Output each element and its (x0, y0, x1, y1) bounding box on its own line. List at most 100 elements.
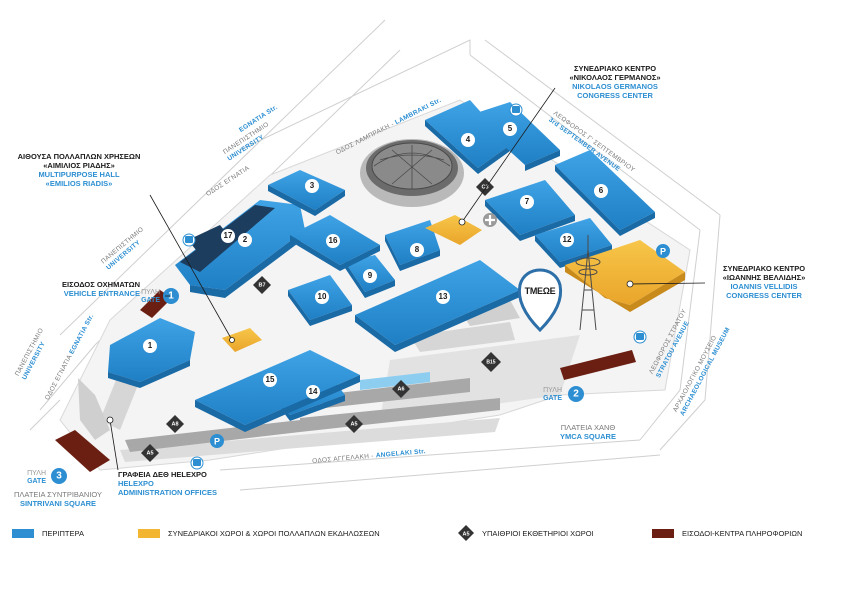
outdoor-a5-right: A5 (350, 421, 357, 427)
building-16-label: 16 (329, 236, 338, 245)
ymca-en: YMCA SQUARE (560, 432, 616, 441)
pavilion-15 (195, 350, 360, 425)
pavilion-8 (385, 220, 440, 265)
building-10-label: 10 (318, 292, 327, 301)
svg-text:P: P (214, 436, 220, 446)
offices-gr: ΓΡΑΦΕΙΑ ΔΕΘ HELEXPO (118, 470, 207, 479)
legend-outdoor-icon: A5 (458, 525, 474, 541)
building-12-label: 12 (563, 235, 572, 244)
building-1-label: 1 (148, 341, 153, 350)
offices-label: ΓΡΑΦΕΙΑ ΔΕΘ HELEXPO HELEXPO ADMINISTRATI… (118, 470, 238, 497)
building-17-label: 17 (224, 231, 233, 240)
vehicle-entrance-label: ΕΙΣΟΔΟΣ ΟΧΗΜΑΤΩΝ VEHICLE ENTRANCE (40, 280, 140, 298)
legend-label-congress: ΣΥΝΕΔΡΙΑΚΟΙ ΧΩΡΟΙ & ΧΩΡΟΙ ΠΟΛΛΑΠΛΩΝ ΕΚΔΗ… (168, 528, 380, 538)
germanos-gr2: «ΝΙΚΟΛΑΟΣ ΓΕΡΜΑΝΟΣ» (569, 73, 661, 82)
building-3-label: 3 (310, 181, 315, 190)
location-pin-icon[interactable] (517, 268, 563, 333)
legend-swatch-brown (652, 528, 674, 538)
gate-1-gr: ΠΥΛΗ (141, 289, 160, 296)
service-icons: P P (182, 103, 670, 470)
building-2-label: 2 (243, 235, 248, 244)
riadis-hall-label: ΑΙΘΟΥΣΑ ΠΟΛΛΑΠΛΩΝ ΧΡΗΣΕΩΝ «ΑΙΜΙΛΙΟΣ ΡΙΑΔ… (14, 152, 144, 188)
building-4-label: 4 (466, 135, 471, 144)
building-6-label: 6 (599, 186, 604, 195)
outdoor-c3: C3 (481, 184, 488, 190)
germanos-center (425, 215, 482, 245)
building-number-labels: 1 2 3 4 5 6 7 8 9 10 12 13 14 15 16 17 (143, 122, 608, 399)
pavilion-13 (355, 260, 520, 345)
building-13-label: 13 (439, 292, 448, 301)
gate-1-label: ΠΥΛΗ GATE (128, 289, 160, 305)
building-8-label: 8 (415, 245, 420, 254)
building-7-label: 7 (525, 197, 530, 206)
outdoor-a5-left: A5 (146, 450, 153, 456)
congress-areas (222, 215, 685, 352)
pavilion-17 (188, 225, 232, 255)
germanos-gr1: ΣΥΝΕΔΡΙΑΚΟ ΚΕΝΤΡΟ (573, 64, 657, 73)
riadis-gr1: ΑΙΘΟΥΣΑ ΠΟΛΛΑΠΛΩΝ ΧΡΗΣΕΩΝ (17, 152, 141, 161)
gate-2-en: GATE (543, 395, 562, 402)
legend-swatch-blue (12, 528, 34, 538)
building-5-label: 5 (508, 124, 513, 133)
legend-label-outdoor: ΥΠΑΙΘΡΙΟΙ ΕΚΘΕΤΗΡΙΟΙ ΧΩΡΟΙ (482, 528, 594, 538)
vellidis-center (565, 240, 685, 305)
bus-icon (190, 456, 204, 470)
building-9-label: 9 (368, 271, 373, 280)
parking-icon: P (656, 244, 670, 258)
gate-2-label: ΠΥΛΗ GATE (530, 387, 562, 403)
legend-item-entrances: ΕΙΣΟΔΟΙ-ΚΕΝΤΡΑ ΠΛΗΡΟΦΟΡΙΩΝ (652, 526, 802, 540)
gate-3-number: 3 (56, 471, 62, 482)
building-15-label: 15 (266, 375, 275, 384)
vellidis-en2: CONGRESS CENTER (726, 291, 802, 300)
bus-icon (633, 330, 647, 344)
outdoor-b15: B15 (486, 359, 495, 365)
germanos-en2: CONGRESS CENTER (577, 91, 653, 100)
outdoor-b7: B7 (258, 282, 265, 288)
riadis-hall (222, 328, 262, 352)
gate-3-gr: ΠΥΛΗ (27, 470, 46, 477)
gate-1-number: 1 (168, 291, 174, 302)
legend-label-entrances: ΕΙΣΟΔΟΙ-ΚΕΝΤΡΑ ΠΛΗΡΟΦΟΡΙΩΝ (682, 528, 803, 538)
legend-swatch-yellow (138, 528, 160, 538)
bus-icon (509, 103, 523, 117)
vellidis-gr2: «ΙΩΑΝΝΗΣ ΒΕΛΛΙΔΗΣ» (722, 273, 806, 282)
gate-2-number: 2 (573, 389, 579, 400)
svg-text:P: P (660, 246, 666, 256)
gate-1-en: GATE (141, 297, 160, 304)
parking-icon: P (210, 434, 224, 448)
pavilion-2 (175, 200, 305, 290)
vehicle-gr: ΕΙΣΟΔΟΣ ΟΧΗΜΑΤΩΝ (62, 280, 140, 289)
outdoor-a6: A6 (397, 386, 404, 392)
sintrivani-en: SINTRIVANI SQUARE (19, 499, 97, 508)
riadis-gr2: «ΑΙΜΙΛΙΟΣ ΡΙΑΔΗΣ» (43, 161, 115, 170)
germanos-en1: NIKOLAOS GERMANOS (572, 82, 658, 91)
gate-3-en: GATE (27, 478, 46, 485)
dome-building (360, 139, 464, 207)
offices-en1: HELEXPO (118, 479, 154, 488)
riadis-en1: MULTIPURPOSE HALL (38, 170, 120, 179)
tower-logo: TMEΩE (524, 286, 556, 296)
riadis-en2: «EMILIOS RIADIS» (45, 179, 113, 188)
building-14-label: 14 (309, 387, 318, 396)
vellidis-center-label: ΣΥΝΕΔΡΙΑΚΟ ΚΕΝΤΡΟ «ΙΩΑΝΝΗΣ ΒΕΛΛΙΔΗΣ» IOA… (708, 264, 820, 300)
germanos-center-label: ΣΥΝΕΔΡΙΑΚΟ ΚΕΝΤΡΟ «ΝΙΚΟΛΑΟΣ ΓΕΡΜΑΝΟΣ» NI… (560, 64, 670, 100)
sintrivani-gr: ΠΛΑΤΕΙΑ ΣΥΝΤΡΙΒΑΝΙΟΥ (13, 490, 103, 499)
ymca-square-label: ΠΛΑΤΕΙΑ ΧΑΝΘ YMCA SQUARE (548, 423, 628, 441)
outdoor-markers: A5 A5 A6 A8 B7 B15 C3 (141, 178, 501, 462)
legend-item-pavilions: ΠΕΡΙΠΤΕΡΑ (12, 526, 84, 540)
sintrivani-square-label: ΠΛΑΤΕΙΑ ΣΥΝΤΡΙΒΑΝΙΟΥ SINTRIVANI SQUARE (8, 490, 108, 508)
tv-tower (575, 235, 601, 331)
legend-item-outdoor: A5 ΥΠΑΙΘΡΙΟΙ ΕΚΘΕΤΗΡΙΟΙ ΧΩΡΟΙ (458, 525, 594, 541)
legend-label-pavilions: ΠΕΡΙΠΤΕΡΑ (42, 528, 84, 538)
leader-lines (106, 87, 706, 471)
gate-2-gr: ΠΥΛΗ (543, 387, 562, 394)
bus-icon (182, 233, 196, 247)
first-aid-icon (483, 213, 497, 227)
ymca-gr: ΠΛΑΤΕΙΑ ΧΑΝΘ (560, 423, 616, 432)
gate-3-label: ΠΥΛΗ GATE (14, 470, 46, 486)
gate-3-entrance (55, 430, 110, 472)
outdoor-a8: A8 (171, 421, 178, 427)
vellidis-en1: IOANNIS VELLIDIS (730, 282, 798, 291)
gate-2-entrance (560, 350, 636, 380)
legend-item-congress: ΣΥΝΕΔΡΙΑΚΟΙ ΧΩΡΟΙ & ΧΩΡΟΙ ΠΟΛΛΑΠΛΩΝ ΕΚΔΗ… (138, 526, 380, 540)
